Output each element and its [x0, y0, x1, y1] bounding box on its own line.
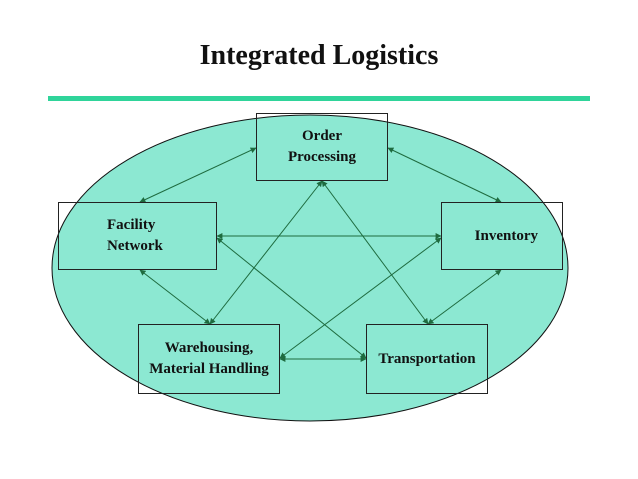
- node-order-processing: Order Processing: [256, 113, 388, 181]
- node-label: Facility: [107, 217, 156, 233]
- node-label: Transportation: [378, 350, 476, 367]
- node-label: Material Handling: [149, 361, 269, 377]
- node-inventory: Inventory: [441, 202, 563, 270]
- arrow-inventory-warehousing: [279, 237, 442, 359]
- title-underline: [48, 96, 590, 101]
- node-label: Network: [107, 238, 163, 254]
- arrow-order-inventory: [387, 147, 502, 203]
- node-label: Order: [302, 128, 342, 144]
- node-transportation: Transportation: [366, 324, 488, 394]
- arrow-order-facility: [139, 147, 257, 203]
- node-label: Inventory: [474, 227, 538, 244]
- node-warehousing-material-handling: Warehousing, Material Handling: [138, 324, 280, 394]
- node-label: Processing: [287, 149, 357, 165]
- arrow-facility-warehousing: [139, 269, 211, 325]
- node-facility-network: Facility Network: [58, 202, 217, 270]
- page-title: Integrated Logistics: [199, 40, 439, 71]
- node-label: Warehousing,: [164, 340, 254, 356]
